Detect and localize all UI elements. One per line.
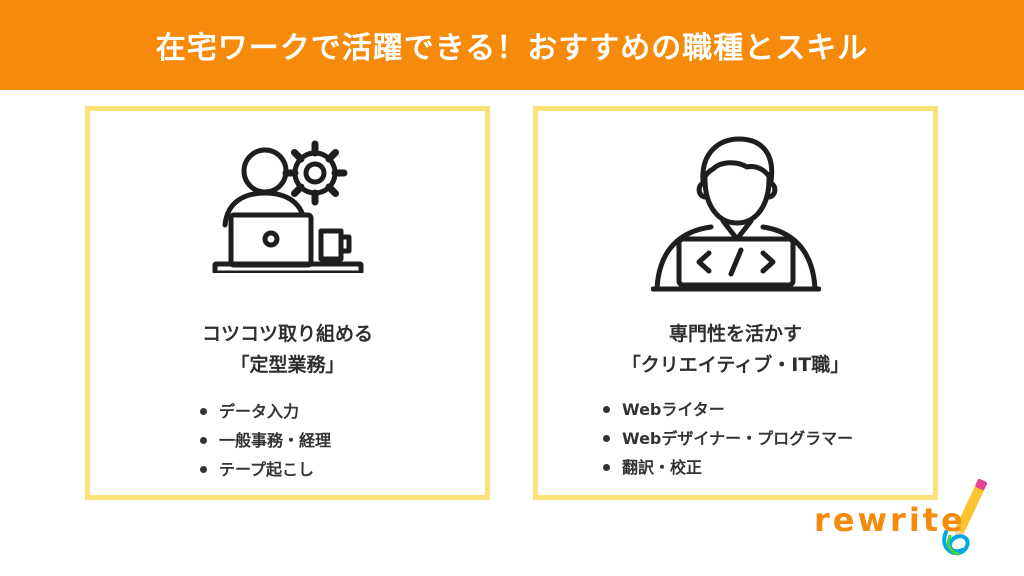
bullet-icon	[603, 435, 610, 442]
list-item: テープ起こし	[200, 455, 331, 484]
svg-text:rewrite: rewrite	[814, 501, 966, 539]
job-list: データ入力 一般事務・経理 テープ起こし	[200, 397, 331, 484]
card-heading-line1: コツコツ取り組める	[201, 323, 373, 345]
list-item: 翻訳・校正	[603, 453, 853, 482]
person-laptop-gear-icon	[203, 133, 373, 276]
card-routine-work: コツコツ取り組める 「定型業務」 データ入力 一般事務・経理 テープ起こし	[85, 106, 490, 500]
list-item: 一般事務・経理	[200, 426, 331, 455]
page-title: 在宅ワークで活躍できる！おすすめの職種とスキル	[155, 31, 869, 66]
pencil-logo-icon: rewrite	[814, 478, 987, 556]
rewrite-logo: rewrite	[814, 474, 1004, 564]
list-item: Webライター	[603, 395, 853, 424]
bullet-icon	[200, 408, 207, 415]
bullet-icon	[200, 437, 207, 444]
bullet-icon	[200, 466, 207, 473]
bullet-icon	[603, 464, 610, 471]
list-item: データ入力	[200, 397, 331, 426]
job-list: Webライター Webデザイナー・プログラマー 翻訳・校正	[603, 395, 853, 482]
card-creative-it: 専門性を活かす 「クリエイティブ・IT職」 Webライター Webデザイナー・プ…	[533, 106, 938, 500]
developer-laptop-code-icon	[650, 131, 821, 296]
card-heading-line1: 専門性を活かす	[668, 323, 802, 345]
list-item: Webデザイナー・プログラマー	[603, 424, 853, 453]
bullet-icon	[603, 406, 610, 413]
card-heading-line2: 「クリエイティブ・IT職」	[621, 354, 850, 376]
card-heading-line2: 「定型業務」	[230, 354, 345, 376]
header-banner	[0, 0, 1024, 90]
